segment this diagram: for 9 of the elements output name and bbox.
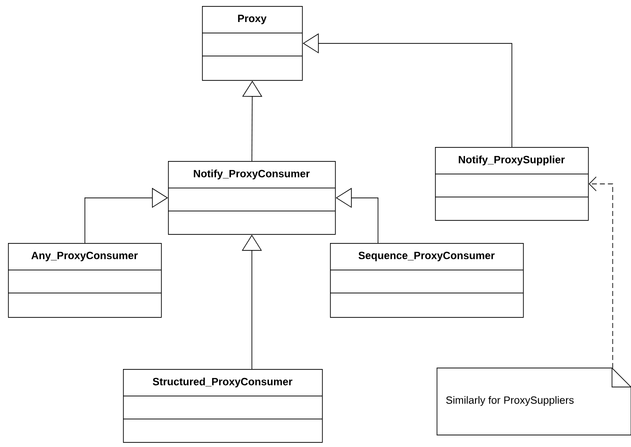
- class-box: Sequence_ProxyConsumer: [330, 243, 524, 318]
- inheritance-arrow: [84, 188, 168, 244]
- class-box: Proxy: [202, 6, 303, 81]
- class-box: Any_ProxyConsumer: [8, 243, 162, 318]
- note-box: Similarly for ProxySuppliers: [436, 368, 631, 436]
- class-box: Structured_ProxyConsumer: [122, 369, 323, 443]
- class-box: Notify_ProxySupplier: [434, 147, 589, 221]
- dependency-arrow: [588, 176, 614, 368]
- class-box: Notify_ProxyConsumer: [168, 161, 336, 235]
